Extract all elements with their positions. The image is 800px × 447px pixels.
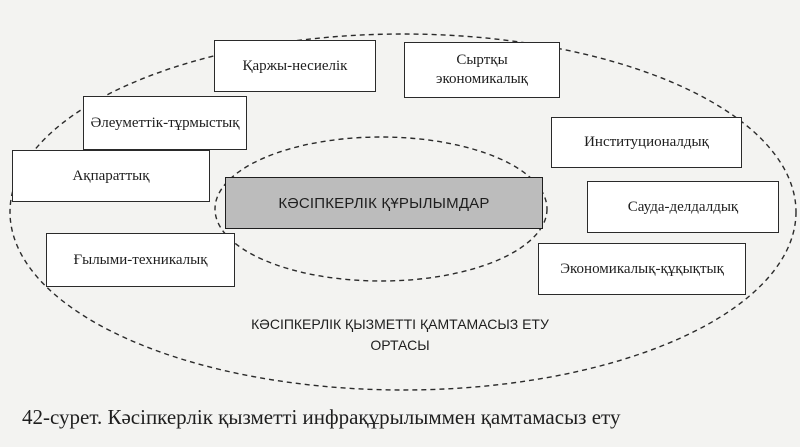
node-trade-intermediary: Сауда-делдалдық bbox=[587, 181, 779, 233]
node-institutional: Институционалдық bbox=[551, 117, 742, 168]
node-core-entrepreneurial-structures: КӘСІПКЕРЛІК ҚҰРЫЛЫМДАР bbox=[225, 177, 543, 229]
inner-core-ellipse bbox=[214, 136, 548, 282]
node-finance-credit: Қаржы-несиелік bbox=[214, 40, 376, 92]
node-scientific-technical: Ғылыми-техникалық bbox=[46, 233, 235, 287]
node-external-economic: Сыртқы экономикалық bbox=[404, 42, 560, 98]
outer-environment-ellipse bbox=[9, 33, 797, 391]
environment-label: КӘСІПКЕРЛІК ҚЫЗМЕТТІ ҚАМТАМАСЫЗ ЕТУ ОРТА… bbox=[251, 316, 549, 353]
figure-caption: 42-сурет. Кәсіпкерлік қызметті инфрақұры… bbox=[22, 405, 621, 429]
node-economic-legal: Экономикалық-құқықтық bbox=[538, 243, 746, 295]
node-social-household: Әлеуметтік-тұрмыстық bbox=[83, 96, 247, 150]
node-informational: Ақпараттық bbox=[12, 150, 210, 202]
